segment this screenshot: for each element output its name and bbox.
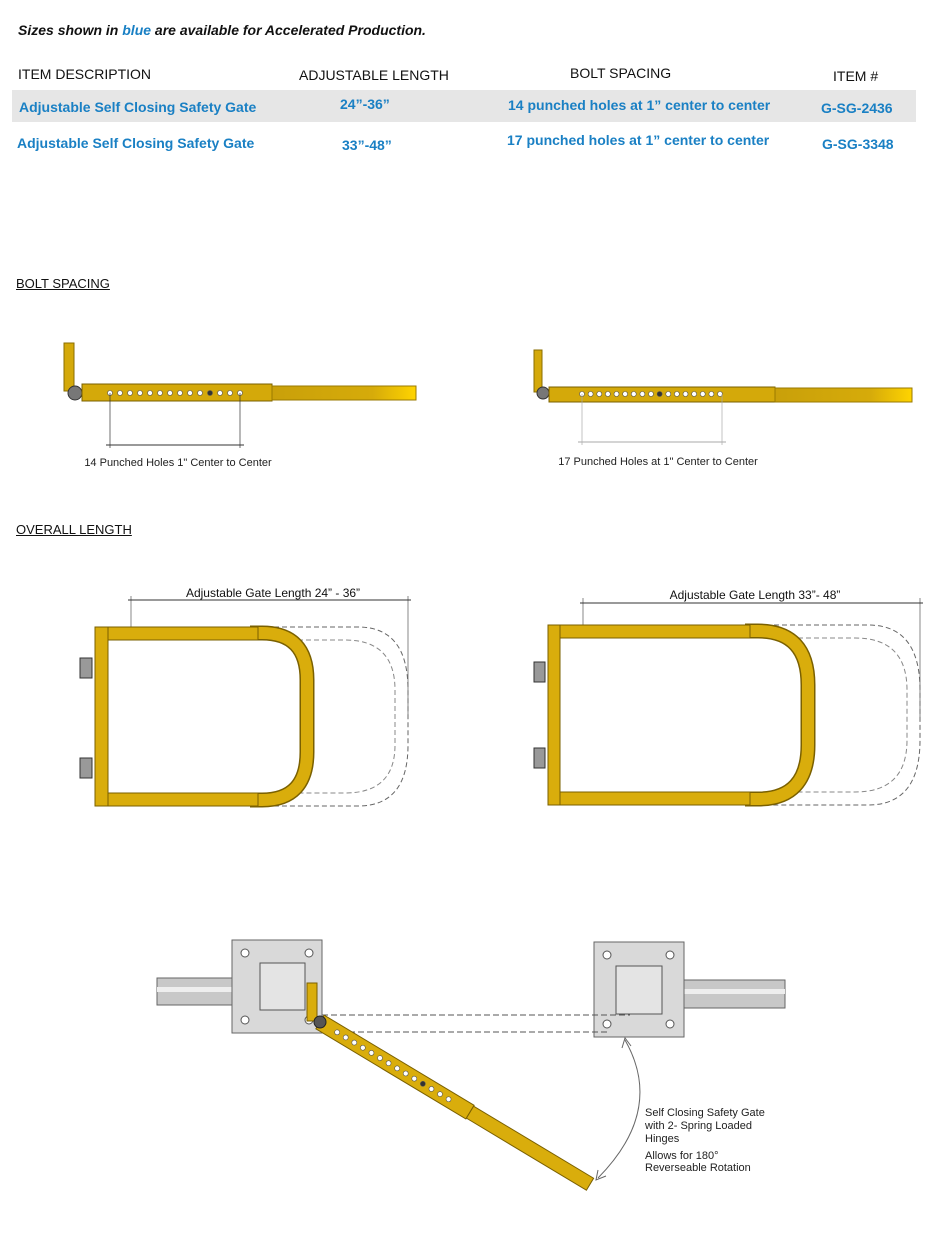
bolt-hole xyxy=(428,1086,435,1092)
header-bolt-spacing: BOLT SPACING xyxy=(570,65,672,81)
bolt-hole xyxy=(217,390,223,396)
bolt-hole xyxy=(167,390,173,396)
bolt-hole xyxy=(137,390,143,396)
bolt-hole xyxy=(596,391,603,397)
bolt-hole xyxy=(187,390,193,396)
note-line5: Reverseable Rotation xyxy=(645,1162,751,1174)
bolt-hole xyxy=(420,1081,426,1087)
bolt-hole xyxy=(437,1091,443,1097)
bolt-bar-2: 17 Punched Holes at 1" Center to Center xyxy=(533,349,913,468)
bolt-caption-1: 14 Punched Holes 1" Center to Center xyxy=(84,457,272,469)
note-line1: Self Closing Safety Gate xyxy=(645,1107,765,1119)
bolt-hole xyxy=(351,1039,358,1046)
row1-bolt-spacing: 14 punched holes at 1” center to center xyxy=(508,97,771,113)
rotation-diagram: Self Closing Safety Gate with 2- Spring … xyxy=(156,939,786,1191)
bolt-hole xyxy=(665,391,672,397)
section-bolt-spacing: BOLT SPACING xyxy=(16,276,110,291)
bolt-hole xyxy=(385,1060,392,1067)
row1-item: G-SG-2436 xyxy=(821,100,893,116)
header-adjustable-length: ADJUSTABLE LENGTH xyxy=(299,67,449,83)
bolt-hole xyxy=(639,391,646,397)
bolt-hole xyxy=(674,391,680,397)
bolt-hole xyxy=(197,390,203,396)
bolt-hole xyxy=(227,390,233,396)
note-suffix: are available for Accelerated Production… xyxy=(151,22,426,38)
bolt-bar-1: 14 Punched Holes 1" Center to Center xyxy=(63,342,417,469)
bolt-hole xyxy=(708,391,715,397)
note-line2: with 2- Spring Loaded xyxy=(644,1120,752,1132)
note-line3: Hinges xyxy=(645,1133,680,1145)
bolt-hole xyxy=(207,390,213,396)
bolt-hole xyxy=(445,1096,452,1103)
bolt-hole xyxy=(691,391,697,397)
bolt-hole xyxy=(127,390,133,396)
bolt-holes-2 xyxy=(579,391,723,397)
bolt-hole xyxy=(622,391,628,397)
header-item-number: ITEM # xyxy=(833,68,879,84)
bolt-hole xyxy=(394,1065,400,1072)
bolt-hole xyxy=(717,391,723,397)
row2-description: Adjustable Self Closing Safety Gate xyxy=(17,135,255,151)
bolt-hole xyxy=(411,1075,418,1082)
bolt-hole xyxy=(648,391,654,397)
gate-caption-2: Adjustable Gate Length 33”- 48” xyxy=(670,588,841,602)
bolt-hole xyxy=(177,390,183,396)
row2-length: 33”-48” xyxy=(342,137,392,153)
bolt-hole xyxy=(360,1044,366,1051)
gate-caption-1: Adjustable Gate Length 24” - 36” xyxy=(186,586,360,600)
bolt-hole xyxy=(377,1055,383,1061)
bolt-hole xyxy=(613,391,620,397)
bolt-holes-1 xyxy=(107,390,243,396)
accelerated-production-note: Sizes shown in blue are available for Ac… xyxy=(18,22,426,38)
bolt-hole xyxy=(630,391,637,397)
svg-text:Self Closing Safety Gate: Self Closing Safety Gate with 2- Spring … xyxy=(644,1107,768,1174)
bolt-hole xyxy=(682,391,689,397)
bolt-hole xyxy=(342,1034,349,1041)
row2-item: G-SG-3348 xyxy=(822,136,894,152)
bolt-caption-2: 17 Punched Holes at 1" Center to Center xyxy=(558,456,758,468)
note-blue-word: blue xyxy=(122,22,152,38)
header-item-description: ITEM DESCRIPTION xyxy=(18,66,152,82)
bolt-hole xyxy=(157,390,163,396)
bolt-hole xyxy=(587,391,594,397)
note-prefix: Sizes shown in xyxy=(18,22,123,38)
row1-description: Adjustable Self Closing Safety Gate xyxy=(19,99,257,115)
note-line4: Allows for 180° xyxy=(645,1150,719,1162)
gate-diagram-1: Adjustable Gate Length 24” - 36” xyxy=(79,586,411,808)
bolt-hole xyxy=(117,390,123,396)
bolt-hole xyxy=(699,391,706,397)
section-overall-length: OVERALL LENGTH xyxy=(16,522,132,537)
row2-bolt-spacing: 17 punched holes at 1” center to center xyxy=(507,132,770,148)
bolt-hole xyxy=(334,1029,340,1036)
bolt-hole xyxy=(368,1050,375,1056)
gate-diagram-2: Adjustable Gate Length 33”- 48” xyxy=(533,588,923,807)
bolt-hole xyxy=(147,390,153,396)
bolt-hole xyxy=(605,391,611,397)
row1-length: 24”-36” xyxy=(340,96,390,112)
bolt-hole xyxy=(656,391,663,397)
bolt-hole xyxy=(402,1070,409,1077)
table-row-highlight xyxy=(12,90,916,122)
